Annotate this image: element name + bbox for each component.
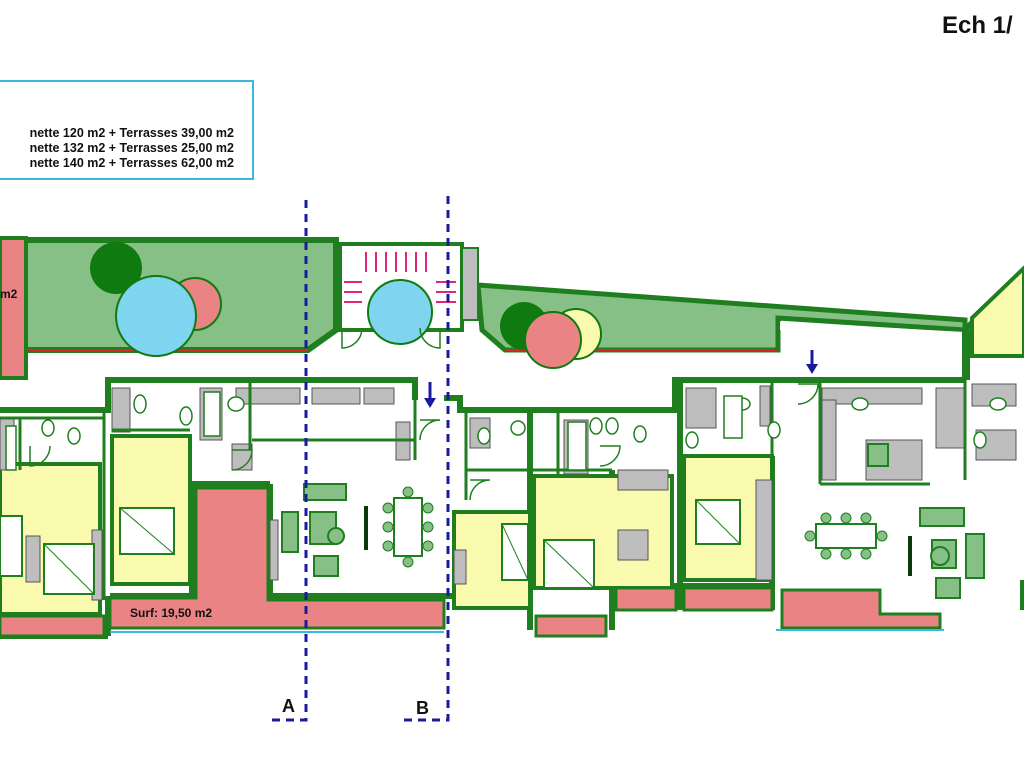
dining-table-left [382,486,434,568]
trees-left [90,242,222,357]
area-legend: nette 120 m2 + Terrasses 39,00 m2 nette … [0,80,254,180]
garden-area-label: m2 [0,287,18,301]
interior-walls [0,380,967,614]
lounge-furniture [281,443,985,599]
bathroom-fixtures [5,391,1007,471]
dining-table-right [804,512,888,560]
legend-line-1: nette 120 m2 + Terrasses 39,00 m2 [29,126,234,140]
terraces [0,486,942,638]
right-wing [966,265,1024,610]
scale-title: Ech 1/ [942,12,1013,39]
garden-strip-right [780,322,965,340]
tv-units [364,506,912,576]
section-a-label: A [282,696,295,716]
entry-arrows [424,350,818,408]
stair-core [338,242,479,345]
terrace-surface-label: Surf: 19,50 m2 [130,606,212,620]
balcony-glass [110,629,944,633]
trees-right [500,302,602,369]
legend-line-3: nette 140 m2 + Terrasses 62,00 m2 [29,156,234,170]
legend-line-2: nette 132 m2 + Terrasses 25,00 m2 [29,141,234,155]
section-line-a [266,200,308,722]
section-b-label: B [416,698,429,718]
bed-diagonals [43,499,741,595]
section-line-b [404,196,450,722]
terrace-left [0,236,28,380]
